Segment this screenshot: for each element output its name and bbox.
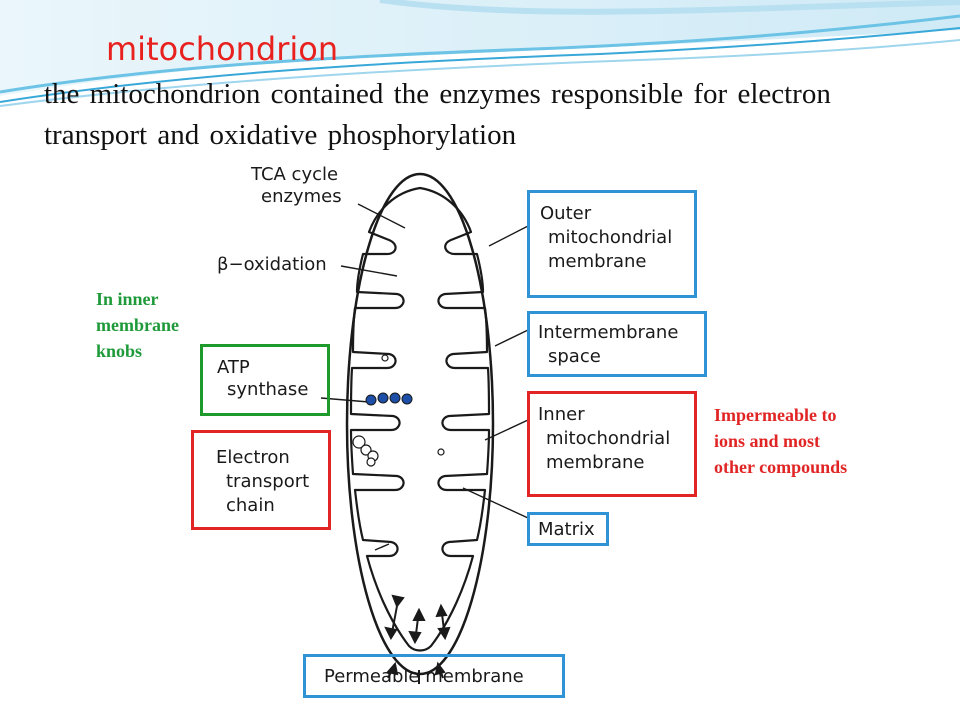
label-outer-membrane: membrane — [548, 251, 647, 272]
note-knobs-line3: knobs — [96, 341, 143, 361]
note-impermeable: Impermeable to ions and most other compo… — [714, 402, 847, 480]
note-inner-membrane-knobs: In inner membrane knobs — [96, 286, 179, 364]
label-chain: chain — [226, 495, 275, 516]
label-inner-mito: mitochondrial — [546, 428, 671, 449]
label-synthase: synthase — [227, 379, 309, 400]
label-matrix: Matrix — [538, 519, 595, 540]
atp-synthase-knobs — [365, 392, 413, 406]
slide-body-text: the mitochondrion contained the enzymes … — [44, 78, 831, 151]
label-electron: Electron — [216, 447, 290, 468]
atp-synthase-box: ATP synthase — [200, 344, 330, 416]
label-transport: transport — [226, 471, 310, 492]
electron-transport-box: Electron transport chain — [191, 430, 331, 530]
permeability-arrows — [384, 594, 451, 684]
leader-lines — [320, 203, 529, 551]
label-atp: ATP — [217, 357, 250, 378]
electron-transport-particles — [352, 354, 445, 467]
label-tca-enzymes: enzymes — [261, 186, 342, 207]
header-wave-decoration — [0, 0, 960, 107]
label-permeable: Permeable membrane — [324, 666, 524, 687]
label-inner: Inner — [538, 404, 585, 425]
inner-membrane-box: Inner mitochondrial membrane — [527, 391, 697, 497]
note-imperm-line1: Impermeable to — [714, 405, 837, 425]
matrix-box: Matrix — [527, 512, 609, 546]
outer-membrane-shape — [345, 172, 495, 676]
intermembrane-space-box: Intermembrane space — [527, 311, 707, 377]
mitochondrion-illustration — [320, 172, 529, 684]
label-tca-cycle: TCA cycle — [251, 164, 339, 185]
permeable-membrane-box: Permeable membrane — [303, 654, 565, 698]
label-outer: Outer — [540, 203, 592, 224]
note-imperm-line2: ions and most — [714, 431, 821, 451]
mitochondrion-figure: TCA cycle enzymes β−oxidation ATP syntha… — [183, 158, 713, 720]
note-knobs-line2: membrane — [96, 315, 179, 335]
label-beta-oxidation: β−oxidation — [217, 254, 327, 275]
label-intermembrane: Intermembrane — [538, 322, 679, 343]
outer-membrane-box: Outer mitochondrial membrane — [527, 190, 697, 298]
note-knobs-line1: In inner — [96, 289, 159, 309]
note-imperm-line3: other compounds — [714, 457, 848, 477]
label-space: space — [548, 346, 601, 367]
label-outer-mito: mitochondrial — [548, 227, 673, 248]
slide-title: mitochondrion — [106, 30, 339, 68]
inner-membrane-shape — [349, 186, 491, 652]
label-inner-membrane: membrane — [546, 452, 645, 473]
